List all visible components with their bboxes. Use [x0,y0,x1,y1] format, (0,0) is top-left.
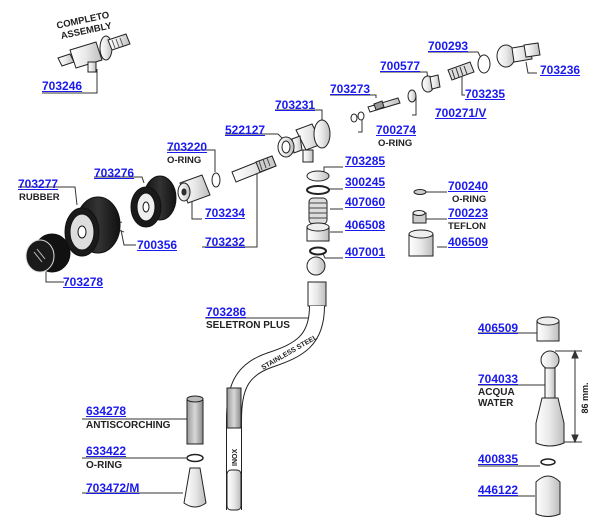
nut-406509 [408,229,434,257]
nozzle-703472m [183,467,207,508]
washer-700271v [407,89,417,103]
part-link-703231[interactable]: 703231 [275,98,316,112]
o-ring-633422 [186,453,204,463]
antiscorching-634278 [186,395,204,445]
part-link-700271v[interactable]: 700271/V [435,106,487,120]
part-link-700577[interactable]: 700577 [380,59,421,73]
tee-body-703231 [291,119,331,163]
steam-tube-703286: STAINLESS STEEL INOX [226,305,325,511]
leader-lines [18,51,582,497]
hex-nut-703286 [307,281,327,307]
part-desc-700274: O-RING [378,138,413,149]
nut-522127 [277,136,295,158]
dimension-label: 86 mm. [580,382,590,413]
part-link-703234[interactable]: 703234 [205,206,246,220]
part-link-703246[interactable]: 703246 [42,79,83,93]
part-desc-703277: RUBBER [19,192,60,203]
water-nozzle-704033 [535,350,565,447]
o-ring-703220 [211,172,221,188]
part-link-703286[interactable]: 703286 [206,305,247,319]
valve-stem-703273 [367,97,401,113]
cap-703278 [25,233,71,273]
part-desc-704033: ACQUA WATER [478,387,515,409]
part-link-700356[interactable]: 700356 [137,238,178,252]
valve-parts [177,42,541,204]
o-ring-b-700274 [357,111,365,121]
part-desc-703220: O-RING [167,155,202,166]
part-link-446122[interactable]: 446122 [478,483,519,497]
part-link-406508[interactable]: 406508 [345,218,386,232]
part-link-703236[interactable]: 703236 [540,63,581,77]
part-link-700293[interactable]: 700293 [428,39,469,53]
spring-407060 [308,197,328,225]
part-link-703235[interactable]: 703235 [465,87,506,101]
knob-rubber-703277 [64,196,121,257]
spring-703235 [447,61,475,81]
part-link-400835[interactable]: 400835 [478,452,519,466]
o-ring-300245 [306,185,330,195]
o-ring-400835 [540,458,556,466]
part-link-407001[interactable]: 407001 [345,245,386,259]
part-link-407060[interactable]: 407060 [345,195,386,209]
teflon-700223 [412,210,427,224]
complete-assembly-part [57,33,131,73]
part-link-703273[interactable]: 703273 [330,82,371,96]
part-desc-700240: O-RING [452,194,487,205]
part-link-300245[interactable]: 300245 [345,175,386,189]
fitting-406508 [306,222,330,242]
part-link-703472m[interactable]: 703472/M [86,481,140,495]
part-link-703285[interactable]: 703285 [345,154,386,168]
o-ring-a-700274 [350,113,358,123]
o-ring-407001 [309,246,327,256]
part-link-700223[interactable]: 700223 [448,206,489,220]
inox-label: INOX [232,449,239,466]
part-link-700240[interactable]: 700240 [448,179,489,193]
part-link-522127[interactable]: 522127 [225,123,266,137]
knob-703276 [130,175,177,228]
part-link-700274[interactable]: 700274 [376,123,417,137]
cap-446122 [535,475,561,517]
threaded-nut-703236 [496,42,541,68]
part-link-406509[interactable]: 406509 [448,235,489,249]
part-desc-703286: SELETRON PLUS [206,320,290,331]
washer-703285 [306,170,330,182]
nut-406509-b [536,316,560,342]
part-link-703277[interactable]: 703277 [18,177,59,191]
o-ring-700293 [477,54,491,74]
part-desc-634278: ANTISCORCHING [86,420,171,431]
bottom-left-parts [183,395,207,508]
part-link-703232[interactable]: 703232 [205,235,246,249]
ball-joint [306,256,326,276]
sleeve-703234 [177,174,211,204]
part-link-406509-b[interactable]: 406509 [478,321,519,335]
part-link-703220[interactable]: 703220 [167,140,208,154]
part-link-634278[interactable]: 634278 [86,404,127,418]
part-link-633422[interactable]: 633422 [86,444,127,458]
part-desc-633422: O-RING [86,460,123,471]
o-ring-700240 [413,189,427,195]
shaft-703232 [231,155,277,183]
vertical-stack-parts [306,170,330,307]
part-desc-700223: TEFLON [448,221,486,232]
part-link-704033[interactable]: 704033 [478,372,519,386]
part-link-703278[interactable]: 703278 [63,275,104,289]
small-right-parts [408,189,434,257]
valve-seat-700577 [421,74,441,93]
part-link-703276[interactable]: 703276 [94,166,135,180]
bottom-right-parts [535,316,565,517]
knob-parts [25,175,177,273]
